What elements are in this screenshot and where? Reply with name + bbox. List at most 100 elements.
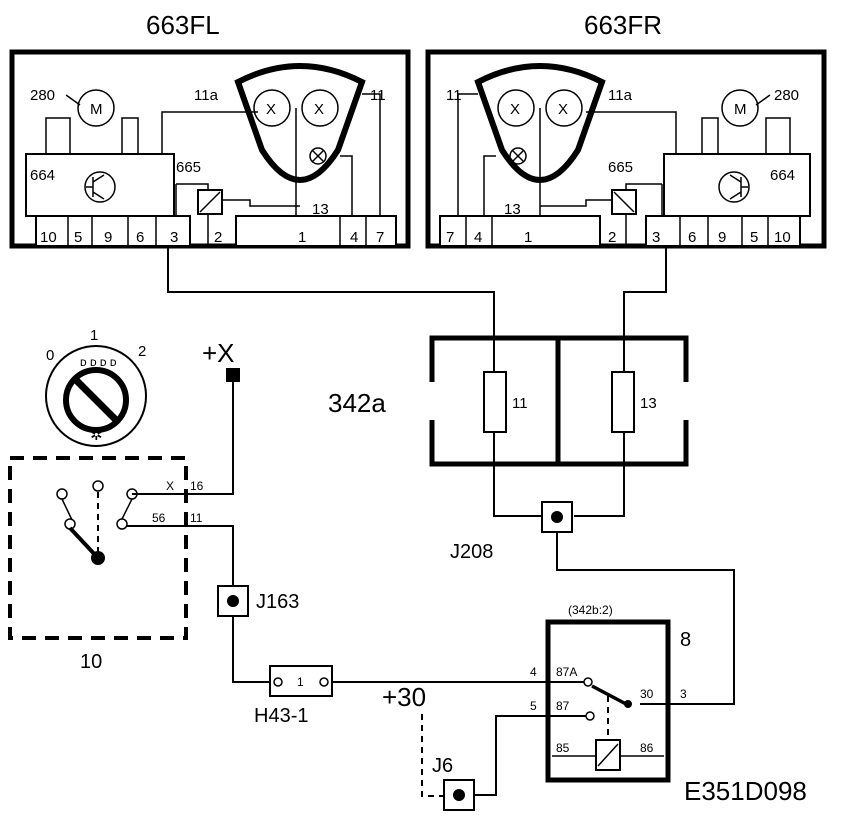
svg-text:ᴅ ᴅ ᴅ ᴅ: ᴅ ᴅ ᴅ ᴅ <box>80 355 117 369</box>
bulb-left-small-icon <box>309 147 327 165</box>
pinstrip-left-b <box>235 215 397 247</box>
connector-j6: J6 <box>432 755 475 811</box>
h43-label: H43-1 <box>254 705 308 727</box>
supply-x-terminal <box>226 368 240 382</box>
wire-fuse13-to-j208 <box>574 432 625 517</box>
reflector-right <box>474 63 606 183</box>
module-right-664 <box>663 153 811 217</box>
switch-pin-16: 16 <box>190 479 204 493</box>
bulb-right-low-icon <box>497 89 535 127</box>
pin-left-7: 7 <box>376 229 384 246</box>
module-left-label: 664 <box>30 167 55 184</box>
wire-663fr-to-fuse13 <box>623 246 667 372</box>
switch-pin-top-prefix: X <box>166 479 174 493</box>
pin-right-2: 2 <box>608 229 616 246</box>
transistor-right-icon <box>718 171 750 203</box>
pin-right-6: 6 <box>688 229 696 246</box>
headlamp-right-title: 663FR <box>584 10 662 40</box>
pin-right-1: 1 <box>524 229 532 246</box>
pin-left-10: 10 <box>40 229 57 246</box>
h43-pin-label: 1 <box>297 675 304 689</box>
relay-pin-87a: 87A <box>556 665 577 679</box>
supply-30-label: +30 <box>382 682 426 712</box>
supply-x-label: +X <box>202 338 235 368</box>
switch-pin-11: 11 <box>190 511 203 525</box>
pin-right-7: 7 <box>446 229 454 246</box>
pinstrip-right-a <box>439 215 601 247</box>
fuse-11 <box>483 371 507 433</box>
bulb-right-small-label: 13 <box>504 201 521 218</box>
bulb-right-low-label: 11 <box>446 87 462 104</box>
pin-right-9: 9 <box>718 229 726 246</box>
wire-supply-x <box>132 382 234 495</box>
module-left-664 <box>25 153 175 217</box>
fuse-13 <box>611 371 635 433</box>
motor-left-icon <box>77 89 115 127</box>
fusebox-label: 342a <box>328 388 386 418</box>
pin-left-3: 3 <box>170 229 178 246</box>
pinstrip-left-a <box>35 215 191 247</box>
headlamp-left: 663FL 664 280 M 10 5 9 6 3 <box>9 10 411 249</box>
j163-label: J163 <box>256 591 299 613</box>
relay-pin-86: 86 <box>640 741 654 755</box>
pin-left-9: 9 <box>104 229 112 246</box>
svg-text:X: X <box>558 101 568 118</box>
wire-j208-to-relay30 <box>556 532 735 705</box>
switch-10-label: 10 <box>80 651 102 673</box>
motor-right-icon <box>721 89 759 127</box>
svg-text:✲: ✲ <box>90 427 103 444</box>
relay-location: (342b:2) <box>568 603 613 617</box>
pin-left-2: 2 <box>214 229 222 246</box>
relay-pin-4: 4 <box>530 665 537 679</box>
svg-text:X: X <box>510 101 520 118</box>
connector-h43-1: 1 H43-1 <box>254 665 333 727</box>
switch-10: 10 X 16 56 11 <box>8 456 204 673</box>
j6-label: J6 <box>432 755 453 777</box>
relay-pin-85: 85 <box>556 741 570 755</box>
pin-left-6: 6 <box>136 229 144 246</box>
svg-text:X: X <box>314 101 324 118</box>
wire-663fl-to-fuse11 <box>167 246 495 372</box>
switch-pos-0: 0 <box>46 347 54 364</box>
fuse-13-label: 13 <box>640 395 657 412</box>
j208-label: J208 <box>450 541 493 563</box>
connector-j208: J208 <box>450 501 573 563</box>
relay-pin-5: 5 <box>530 699 537 713</box>
wire-supply-30 <box>421 714 444 797</box>
bulb-left-high-label: 11a <box>194 87 219 104</box>
motor-right-ref: 280 <box>774 87 799 104</box>
wire-fuse11-to-j208 <box>493 432 542 517</box>
bulb-right-high-label: 11a <box>608 87 633 104</box>
pin-right-3: 3 <box>652 229 660 246</box>
relay-left-label: 665 <box>176 159 201 176</box>
pin-left-5: 5 <box>74 229 82 246</box>
headlamp-right: 663FR 664 280 M 7 4 1 2 3 6 9 5 <box>425 10 827 249</box>
wire-j163-to-h43 <box>232 616 274 683</box>
pinstrip-right-b <box>645 215 801 247</box>
switch-pos-1: 1 <box>90 327 98 344</box>
motor-left-ref: 280 <box>30 87 55 104</box>
wire-j6-to-relay87 <box>474 715 586 796</box>
reflector-left <box>234 63 366 183</box>
relay-pin-30: 30 <box>640 687 654 701</box>
light-switch-knob-icon: ᴅ ᴅ ᴅ ᴅ ✲ 0 1 2 <box>45 327 147 447</box>
diagram-id: E351D098 <box>684 776 807 806</box>
relay-pin-3: 3 <box>680 687 687 701</box>
svg-text:X: X <box>266 101 276 118</box>
wire-switch-to-j163 <box>127 525 234 586</box>
bulb-right-small-icon <box>509 147 527 165</box>
relay-ref: 8 <box>680 629 691 651</box>
bulb-left-low-label: 11 <box>370 87 386 104</box>
module-right-label: 664 <box>770 167 795 184</box>
pin-right-5: 5 <box>750 229 758 246</box>
pin-left-1: 1 <box>298 229 306 246</box>
fuse-11-label: 11 <box>512 395 528 412</box>
headlamp-left-frame <box>9 49 411 249</box>
transistor-left-icon <box>84 171 116 203</box>
bulb-left-low-icon <box>301 89 339 127</box>
bulb-left-small-label: 13 <box>312 201 329 218</box>
connector-j163: J163 <box>217 585 299 617</box>
pin-left-4: 4 <box>350 229 358 246</box>
relay-pin-87: 87 <box>556 699 570 713</box>
